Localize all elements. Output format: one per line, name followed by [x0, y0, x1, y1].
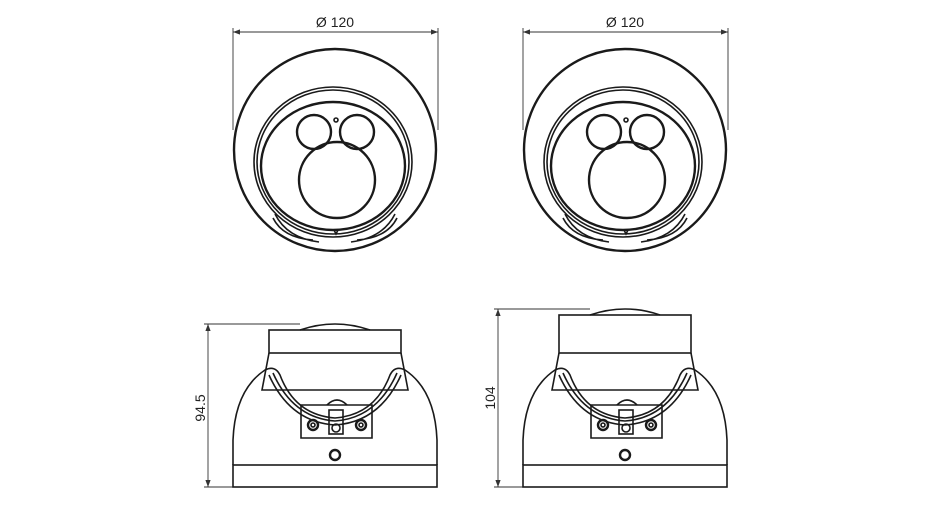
dimension-label: 94.5	[192, 394, 208, 421]
top-view-a: Ø 120	[232, 14, 439, 253]
dimension-label: Ø 120	[316, 14, 354, 30]
dimension-label: 104	[482, 386, 498, 410]
top-view-b: Ø 120	[522, 14, 729, 253]
side-view-a: 94.5	[192, 323, 439, 489]
side-view-b: 104	[482, 308, 729, 489]
dimension-label: Ø 120	[606, 14, 644, 30]
